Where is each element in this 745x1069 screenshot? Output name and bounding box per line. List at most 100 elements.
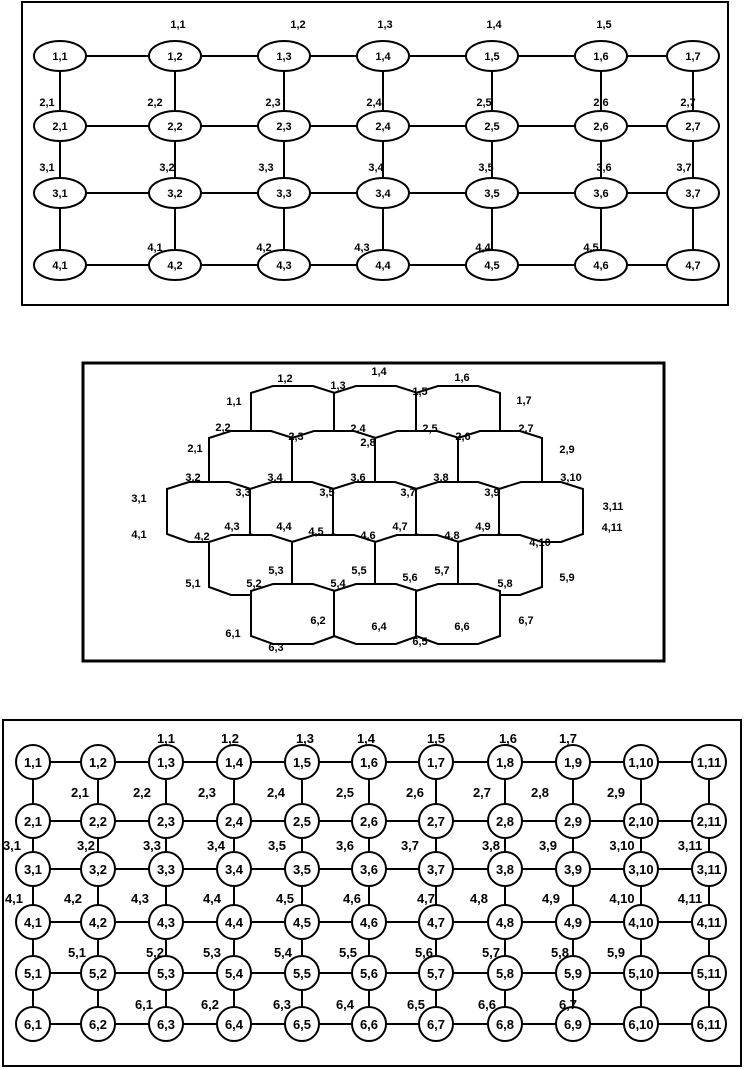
circle-node (216, 955, 252, 991)
rect-node (465, 40, 519, 72)
hex-cell-label: 6,4 (371, 621, 387, 633)
rect-edge-label: 3,3 (258, 162, 273, 174)
circle-node (80, 1006, 116, 1042)
hex-cell-label: 6,6 (454, 621, 469, 633)
circle-node-label: 3,11 (697, 862, 722, 877)
rect-node-label: 4,4 (375, 260, 391, 272)
circle-node-label: 3,7 (427, 862, 445, 877)
circle-node-label: 2,1 (24, 814, 42, 829)
circle-node (284, 955, 320, 991)
circle-edge-label: 2,3 (198, 785, 216, 800)
circle-node-label: 6,9 (564, 1017, 582, 1032)
circle-node-label: 3,10 (628, 862, 653, 877)
hex-cell-label: 4,1 (131, 529, 146, 541)
circle-node (691, 744, 727, 780)
rect-edge-label: 1,3 (377, 19, 392, 31)
circle-edge-label: 6,2 (201, 997, 219, 1012)
circle-node-label: 3,4 (225, 862, 244, 877)
circle-node (487, 904, 523, 940)
circle-node-label: 2,3 (157, 814, 175, 829)
circle-edge-label: 1,1 (157, 731, 175, 746)
rect-edge-label: 3,4 (368, 162, 384, 174)
rect-node (148, 110, 202, 142)
hex-cell-label: 1,1 (226, 396, 241, 408)
circle-node (555, 955, 591, 991)
circle-edge-label: 2,4 (267, 785, 286, 800)
rect-node-label: 3,1 (52, 188, 67, 200)
hex-cell-label: 3,5 (319, 487, 334, 499)
circle-node (691, 904, 727, 940)
circle-node-label: 6,8 (496, 1017, 514, 1032)
circle-node (555, 1006, 591, 1042)
circle-node (555, 803, 591, 839)
hex-cell-label: 5,6 (402, 572, 417, 584)
rect-edge-label: 1,2 (290, 19, 305, 31)
circle-node-label: 1,10 (628, 755, 653, 770)
hex-cell-label: 6,2 (310, 615, 325, 627)
circle-node (216, 1006, 252, 1042)
rect-node (574, 40, 628, 72)
circle-node-label: 1,3 (157, 755, 175, 770)
hex-cell-label: 5,1 (185, 578, 200, 590)
circle-node-label: 4,1 (24, 915, 42, 930)
hex-cell-label: 3,7 (400, 487, 415, 499)
circle-edge-label: 5,3 (203, 945, 221, 960)
hex-cell-label: 2,6 (455, 431, 470, 443)
circle-node-label: 4,2 (89, 915, 107, 930)
circle-node-label: 3,9 (564, 862, 582, 877)
rect-edge-label: 3,7 (676, 162, 691, 174)
circle-node (487, 1006, 523, 1042)
circle-node-label: 3,2 (89, 862, 107, 877)
circle-node-label: 4,7 (427, 915, 445, 930)
circle-node (80, 851, 116, 887)
rect-node (666, 177, 720, 209)
rect-node (148, 177, 202, 209)
rect-node-label: 3,7 (685, 188, 700, 200)
circle-node (691, 1006, 727, 1042)
circle-edge-label: 4,7 (417, 891, 435, 906)
circle-node-label: 2,7 (427, 814, 445, 829)
circle-edge-label: 4,2 (64, 891, 82, 906)
circle-edge-label: 5,6 (415, 945, 433, 960)
circle-node (148, 1006, 184, 1042)
rect-edge-label: 4,2 (256, 242, 271, 254)
rect-node (465, 110, 519, 142)
circle-node (623, 955, 659, 991)
rect-node-label: 3,3 (276, 188, 291, 200)
circle-edge-label: 3,7 (401, 838, 419, 853)
rect-node (33, 177, 87, 209)
hex-cell-label: 4,9 (475, 521, 490, 533)
circle-node-label: 1,6 (360, 755, 378, 770)
circle-edge-label: 5,2 (146, 945, 164, 960)
hex-cell-label: 5,8 (497, 578, 512, 590)
rect-node-label: 4,3 (276, 260, 291, 272)
rect-node (666, 249, 720, 281)
rect-edge-label: 3,1 (39, 162, 54, 174)
circle-node-label: 6,11 (697, 1017, 722, 1032)
hex-cell-label: 4,4 (276, 521, 292, 533)
circle-node (555, 851, 591, 887)
circle-edge-label: 5,5 (339, 945, 357, 960)
circle-node-label: 5,2 (89, 966, 107, 981)
circle-node-label: 2,11 (697, 814, 722, 829)
rect-node-label: 1,2 (167, 51, 182, 63)
circle-node (284, 803, 320, 839)
circle-edge-label: 2,9 (607, 785, 625, 800)
hex-cell (498, 481, 584, 543)
hex-cell-label: 4,8 (444, 530, 459, 542)
circle-node-label: 5,8 (496, 966, 514, 981)
rect-node-label: 4,5 (484, 260, 499, 272)
hex-cell-label: 3,10 (560, 472, 581, 484)
hex-cell-label: 5,7 (434, 565, 449, 577)
circle-node-label: 2,2 (89, 814, 107, 829)
circle-node-label: 5,3 (157, 966, 175, 981)
circle-edge-label: 4,8 (470, 891, 488, 906)
circle-node-label: 2,6 (360, 814, 378, 829)
circle-edge-label: 6,6 (478, 997, 496, 1012)
hex-cell (415, 583, 501, 645)
circle-edge-label: 6,4 (336, 997, 355, 1012)
rect-edge-label: 2,6 (593, 97, 608, 109)
rect-node-label: 2,2 (167, 121, 182, 133)
circle-node (15, 904, 51, 940)
